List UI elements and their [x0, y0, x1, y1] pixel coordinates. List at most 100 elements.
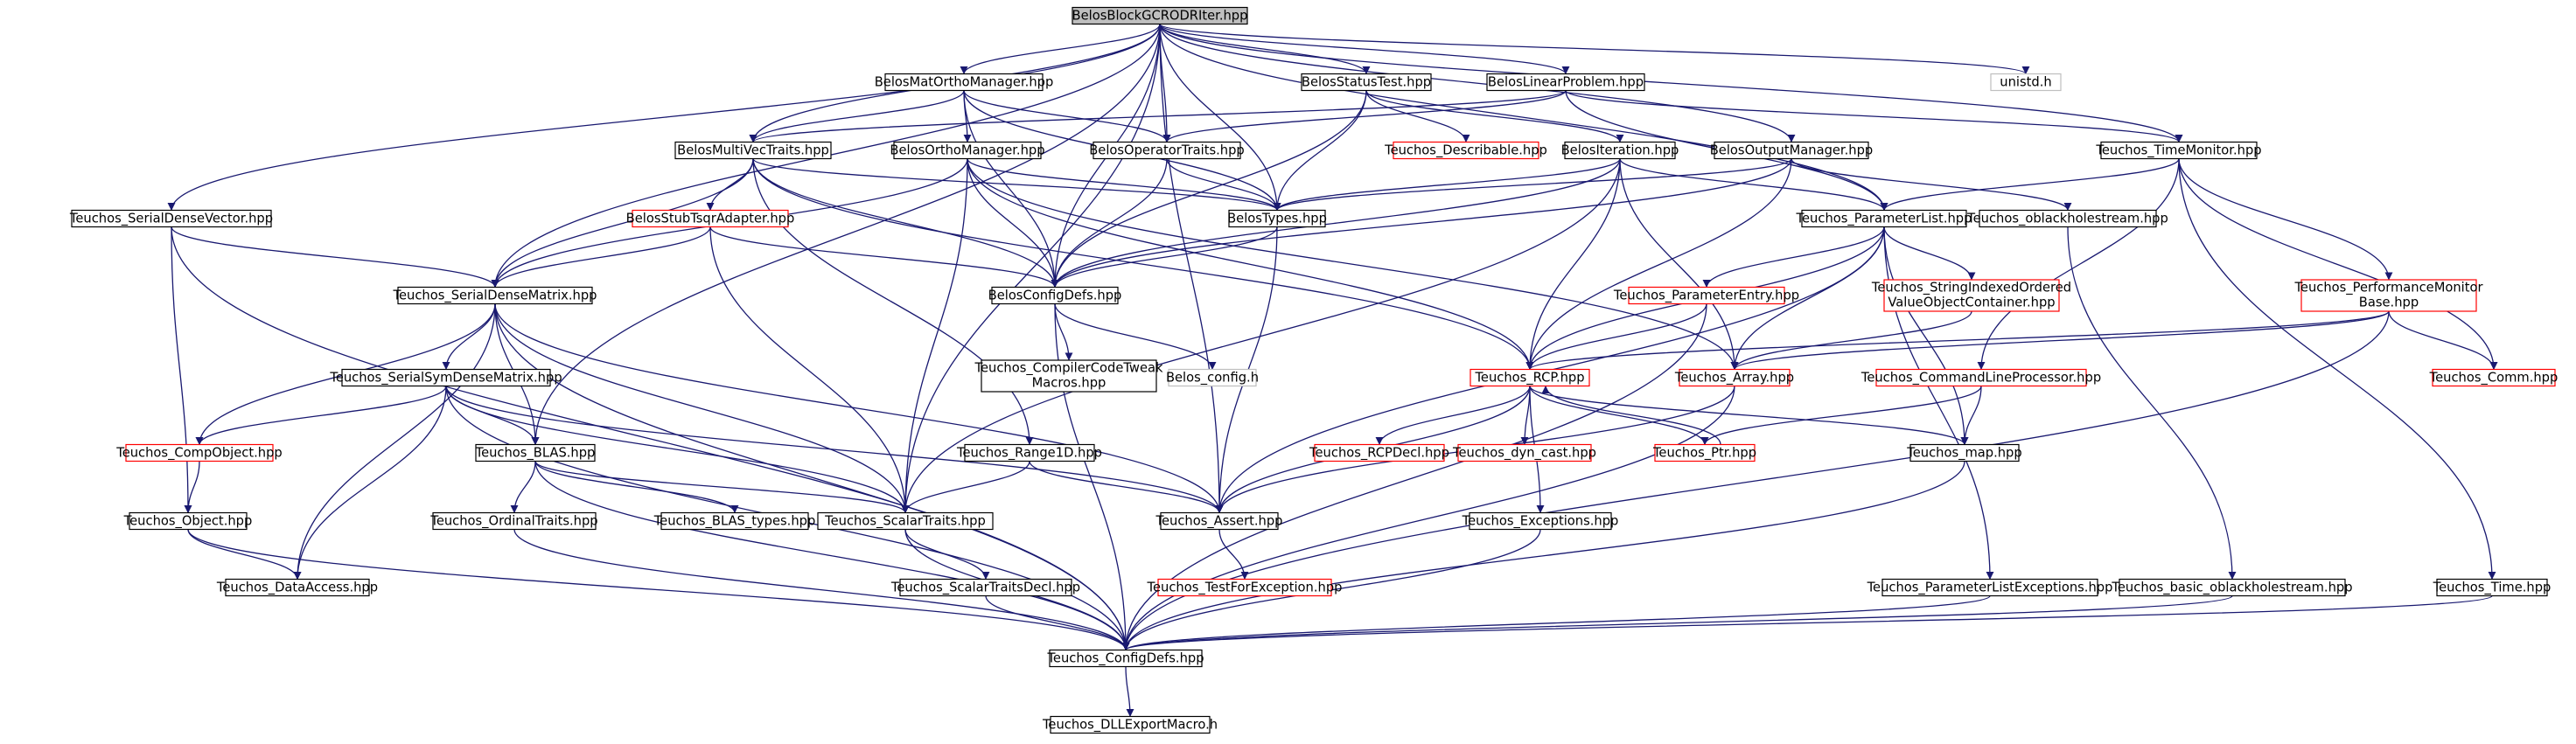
dependency-edges	[167, 23, 2498, 717]
node-testexc[interactable]: Teuchos_TestForException.hpp	[1147, 578, 1343, 597]
node-array[interactable]: Teuchos_Array.hpp	[1674, 368, 1794, 387]
node-serialvec[interactable]: Teuchos_SerialDenseVector.hpp	[69, 209, 273, 228]
edge-compobj-to-object	[184, 461, 200, 513]
node-blas[interactable]: Teuchos_BLAS.hpp	[475, 443, 596, 462]
edge-perfmon-to-teuchosconfig	[1121, 310, 2390, 650]
node-serialmat[interactable]: Teuchos_SerialDenseMatrix.hpp	[393, 286, 597, 305]
node-configdefs-label: BelosConfigDefs.hpp	[988, 289, 1122, 303]
node-object[interactable]: Teuchos_Object.hpp	[123, 511, 253, 531]
node-dllexport-box	[1050, 715, 1211, 734]
node-exceptions[interactable]: Teuchos_Exceptions.hpp	[1462, 511, 1619, 531]
node-rcpdecl[interactable]: Teuchos_RCPDecl.hpp	[1309, 443, 1449, 462]
node-root[interactable]: BelosBlockGCRODRIter.hpp	[1072, 6, 1248, 25]
node-timemon[interactable]: Teuchos_TimeMonitor.hpp	[2095, 141, 2262, 160]
node-ordinal[interactable]: Teuchos_OrdinalTraits.hpp	[429, 511, 598, 531]
node-compobj[interactable]: Teuchos_CompObject.hpp	[115, 443, 283, 462]
node-assert[interactable]: Teuchos_Assert.hpp	[1155, 511, 1283, 531]
node-compiler-box	[981, 359, 1157, 393]
edge-serialsym-to-scalar	[445, 386, 910, 513]
node-paramlist-label: Teuchos_ParameterList.hpp	[1796, 212, 1972, 226]
edge-stubtsqr-to-configdefs	[709, 226, 1059, 288]
edge-blas-to-teuchosconfig	[534, 461, 1130, 650]
node-blastypes[interactable]: Teuchos_BLAS_types.hpp	[653, 511, 816, 531]
node-matortho[interactable]: BelosMatOrthoManager.hpp	[875, 73, 1054, 92]
edge-serialvec-to-object	[171, 226, 192, 513]
node-dyncast-box	[1457, 443, 1592, 462]
node-stubtsqr[interactable]: BelosStubTsqrAdapter.hpp	[626, 209, 795, 228]
node-multivec-label: BelosMultiVecTraits.hpp	[677, 143, 829, 158]
node-serialsym-box	[341, 368, 551, 387]
node-scalardecl[interactable]: Teuchos_ScalarTraitsDecl.hpp	[890, 578, 1080, 597]
node-object-box	[129, 511, 248, 531]
edge-stubtsqr-to-serialmat	[491, 226, 711, 288]
edge-iteration-to-belostypes	[1273, 158, 1621, 211]
node-multivec[interactable]: BelosMultiVecTraits.hpp	[674, 141, 832, 160]
node-oblack[interactable]: Teuchos_oblackholestream.hpp	[1966, 209, 2168, 228]
node-optraits[interactable]: BelosOperatorTraits.hpp	[1089, 141, 1245, 160]
node-plexc[interactable]: Teuchos_ParameterListExceptions.hpp	[1867, 578, 2113, 597]
node-testexc-label: Teuchos_TestForException.hpp	[1147, 581, 1343, 595]
node-stubtsqr-label: BelosStubTsqrAdapter.hpp	[626, 212, 795, 226]
node-optraits-box	[1093, 141, 1241, 160]
node-belostypes[interactable]: BelosTypes.hpp	[1227, 209, 1327, 228]
node-paramlist[interactable]: Teuchos_ParameterList.hpp	[1796, 209, 1972, 228]
node-optraits-label: BelosOperatorTraits.hpp	[1089, 143, 1245, 158]
edge-time-to-teuchosconfig	[1121, 595, 2493, 651]
node-rcp[interactable]: Teuchos_RCP.hpp	[1470, 368, 1590, 387]
edge-root-to-assert	[1159, 24, 1224, 513]
node-paramentry[interactable]: Teuchos_ParameterEntry.hpp	[1613, 286, 1799, 305]
node-map[interactable]: Teuchos_map.hpp	[1906, 443, 2022, 462]
node-orthomgr[interactable]: BelosOrthoManager.hpp	[890, 141, 1045, 160]
node-basicoblack[interactable]: Teuchos_basic_oblackholestream.hpp	[2111, 578, 2353, 597]
edge-linprob-to-optraits	[1162, 90, 1567, 143]
header-file-nodes: BelosBlockGCRODRIter.hppBelosMatOrthoMan…	[69, 6, 2559, 734]
edge-timemon-to-paramlist	[1880, 158, 2180, 211]
node-unistd[interactable]: unistd.h	[1990, 73, 2062, 92]
node-dataaccess[interactable]: Teuchos_DataAccess.hpp	[216, 578, 378, 597]
edge-optraits-to-configdefs	[1051, 158, 1168, 288]
node-range1d-box	[964, 443, 1095, 462]
node-teuchosconfig[interactable]: Teuchos_ConfigDefs.hpp	[1046, 649, 1204, 668]
node-exceptions-box	[1469, 511, 1612, 531]
edge-matortho-to-configdefs	[963, 90, 1059, 288]
node-scalar[interactable]: Teuchos_ScalarTraits.hpp	[817, 511, 994, 531]
node-matortho-label: BelosMatOrthoManager.hpp	[875, 75, 1054, 90]
node-iteration-box	[1564, 141, 1676, 160]
node-paramentry-label: Teuchos_ParameterEntry.hpp	[1613, 289, 1799, 303]
node-ptr[interactable]: Teuchos_Ptr.hpp	[1652, 443, 1756, 462]
node-iteration[interactable]: BelosIteration.hpp	[1561, 141, 1679, 160]
node-statustest[interactable]: BelosStatusTest.hpp	[1301, 73, 1432, 92]
node-belosconfig[interactable]: Belos_config.h	[1166, 368, 1259, 387]
edge-scalardecl-to-teuchosconfig	[985, 595, 1130, 650]
node-strindexed[interactable]: Teuchos_StringIndexedOrderedValueObjectC…	[1871, 279, 2071, 312]
node-unistd-label: unistd.h	[2000, 75, 2051, 90]
node-comm[interactable]: Teuchos_Comm.hpp	[2429, 368, 2559, 387]
node-cmdline[interactable]: Teuchos_CommandLineProcessor.hpp	[1860, 368, 2101, 387]
node-range1d-label: Teuchos_Range1D.hpp	[956, 446, 1102, 461]
node-time[interactable]: Teuchos_Time.hpp	[2433, 578, 2552, 597]
node-outmgr[interactable]: BelosOutputManager.hpp	[1710, 141, 1874, 160]
node-configdefs[interactable]: BelosConfigDefs.hpp	[988, 286, 1122, 305]
node-oblack-label: Teuchos_oblackholestream.hpp	[1966, 212, 2168, 226]
node-belostypes-label: BelosTypes.hpp	[1227, 212, 1327, 226]
edge-paramlist-to-map	[1883, 226, 1969, 445]
node-range1d[interactable]: Teuchos_Range1D.hpp	[956, 443, 1102, 462]
node-compiler-label-line-1: Teuchos_CompilerCodeTweak	[974, 361, 1163, 376]
edge-iteration-to-configdefs	[1051, 158, 1621, 288]
node-linprob[interactable]: BelosLinearProblem.hpp	[1486, 73, 1645, 92]
node-dyncast[interactable]: Teuchos_dyn_cast.hpp	[1452, 443, 1596, 462]
node-serialsym[interactable]: Teuchos_SerialSymDenseMatrix.hpp	[329, 368, 562, 387]
edge-range1d-to-assert	[1029, 461, 1224, 513]
node-root-label: BelosBlockGCRODRIter.hpp	[1072, 9, 1248, 24]
edge-matortho-to-multivec	[749, 90, 965, 143]
node-dllexport[interactable]: Teuchos_DLLExportMacro.h	[1042, 715, 1218, 734]
node-dataaccess-label: Teuchos_DataAccess.hpp	[216, 581, 378, 595]
edge-serialsym-to-assert	[445, 386, 1224, 513]
edge-perfmon-to-comm	[2388, 310, 2498, 370]
node-describable[interactable]: Teuchos_Describable.hpp	[1384, 141, 1547, 160]
edge-timemon-to-time	[2178, 158, 2496, 580]
node-unistd-box	[1990, 73, 2062, 92]
